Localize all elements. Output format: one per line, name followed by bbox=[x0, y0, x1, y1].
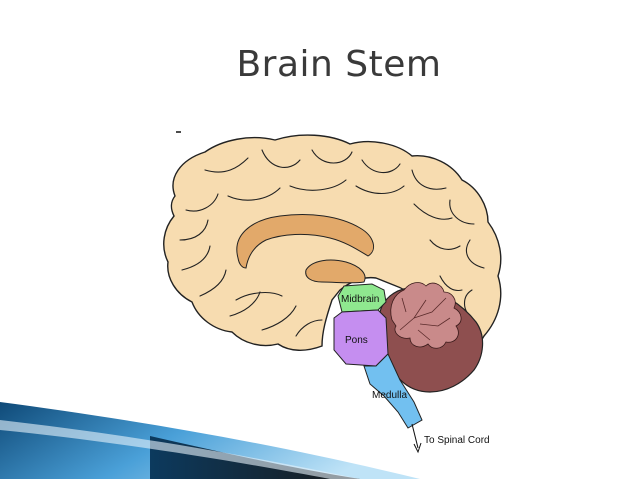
midbrain-label: Midbrain bbox=[341, 294, 379, 305]
thalamus bbox=[305, 259, 366, 284]
spinal-cord-label: To Spinal Cord bbox=[424, 435, 490, 446]
slide-title: Brain Stem bbox=[236, 44, 442, 85]
medulla-label: Medulla bbox=[372, 390, 407, 401]
arbor-vitae bbox=[390, 282, 462, 349]
medulla-region bbox=[363, 353, 423, 429]
arbor-vitae-branches bbox=[399, 297, 451, 341]
spinal-cord-arrow-line bbox=[411, 423, 419, 449]
pons-label: Pons bbox=[345, 335, 368, 346]
corpus-callosum bbox=[236, 214, 375, 269]
spinal-cord-arrowhead bbox=[413, 442, 422, 454]
gyri-lines bbox=[179, 149, 485, 337]
